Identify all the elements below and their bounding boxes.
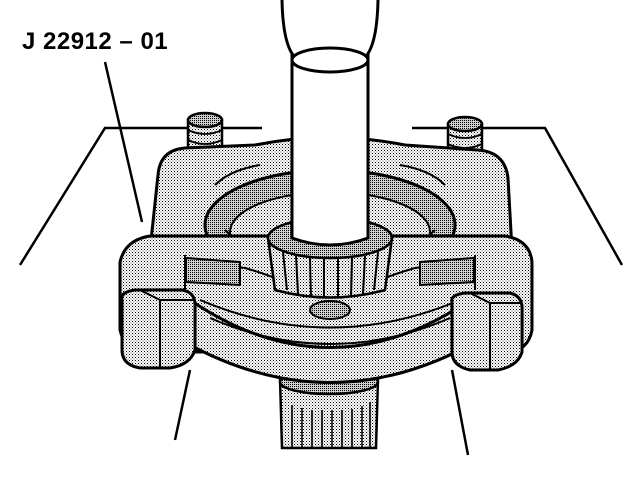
callout-leader-lines bbox=[103, 61, 470, 456]
press-ram bbox=[280, 0, 380, 247]
tool-number-label: J 22912 – 01 bbox=[22, 28, 169, 55]
bolt-front-left bbox=[120, 288, 197, 370]
bolt-front-right bbox=[450, 291, 524, 372]
